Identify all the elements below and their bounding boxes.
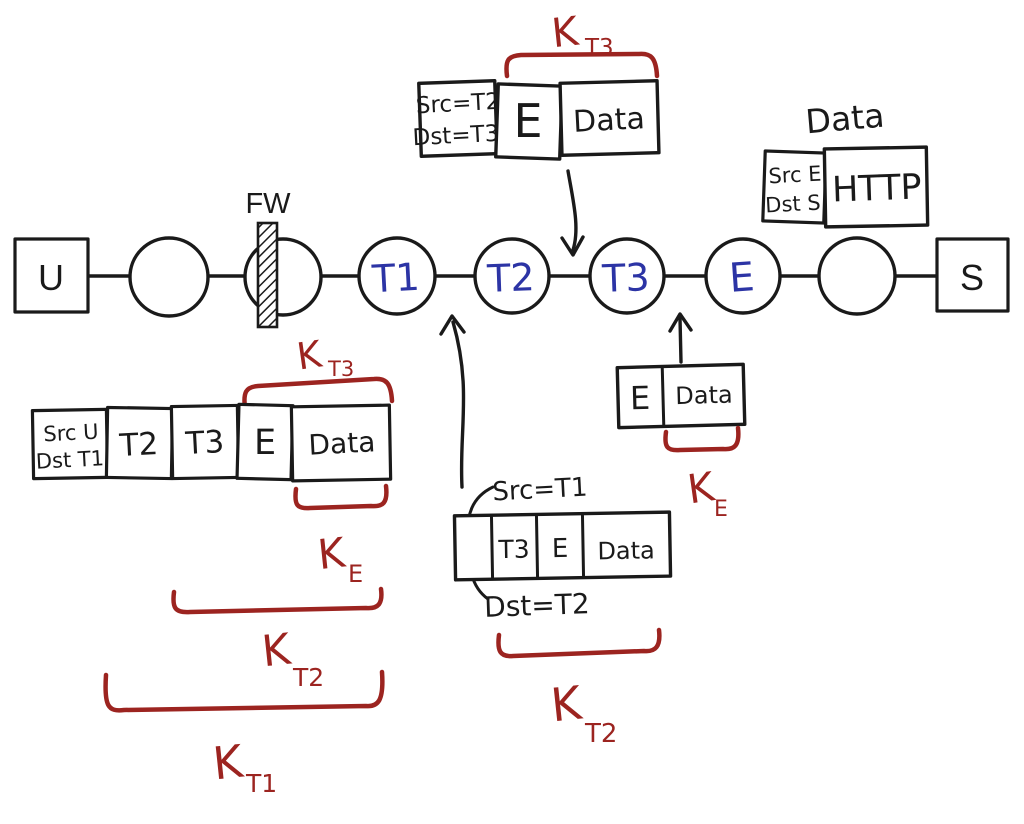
key-label-ke-sub: E	[348, 560, 363, 588]
packet-right-data-label: Data	[675, 381, 733, 410]
exit-node	[704, 237, 782, 315]
key-label-kt2-left: K	[260, 624, 295, 677]
key-label-kt1-sub: T1	[245, 769, 277, 798]
relay-node-2-firewalled	[243, 237, 323, 317]
server-node-label: S	[960, 257, 984, 298]
key-label-kt3-over: K	[294, 332, 326, 378]
arrow-middle-packet-to-t1t2	[451, 320, 466, 489]
packet-mid-divider-2	[534, 514, 540, 578]
packet-mid-cell-e-label: E	[552, 534, 569, 564]
tor-node-1	[357, 236, 437, 316]
packet-right-body: E Data	[615, 362, 747, 430]
packet-bl-cell-t2-label: T2	[118, 426, 160, 464]
packet-bl-cell-e-label: E	[254, 423, 276, 463]
key-brace-kt2-mid	[496, 627, 662, 659]
relay-node-1	[128, 236, 210, 318]
packet-bl-dst: Dst T1	[35, 446, 104, 474]
user-node	[13, 237, 90, 314]
packet-mid-divider-3	[580, 514, 586, 578]
packet-top: K T3 Src=T2 Dst=T3 E Data	[412, 9, 661, 257]
packet-right: E Data K E	[615, 312, 747, 522]
packet-top-dst: Dst=T3	[412, 121, 500, 152]
firewall-bar	[256, 221, 279, 329]
packet-top-data-label: Data	[572, 101, 645, 140]
key-label-kt2-mid-sub: T2	[584, 719, 617, 749]
packet-top-data-cell	[558, 79, 661, 157]
packet-top-right: Data Src E Dst S HTTP	[761, 96, 930, 229]
relay-node-3	[817, 236, 897, 316]
tor-node-1-label: T1	[370, 255, 421, 301]
key-label-kt2-mid: K	[548, 675, 585, 732]
arrow-top-packet-head	[560, 235, 585, 257]
key-brace-ke-right	[663, 425, 741, 453]
network-chain: U FW T1 T2 T3 E S	[13, 188, 1010, 329]
packet-mid-cell-t3-label: T3	[497, 535, 530, 565]
key-label-kt2-left-sub: T2	[292, 663, 324, 692]
tor-node-3-label: T3	[600, 255, 650, 301]
arrow-right-packet-head	[668, 312, 693, 333]
packet-top-right-payload-label: HTTP	[831, 167, 922, 210]
firewall-label: FW	[245, 188, 291, 220]
key-brace-ke	[293, 483, 389, 511]
key-label-kt3-top-sub: T3	[584, 35, 614, 61]
packet-top-right-payload-cell	[822, 145, 930, 229]
packet-right-outline	[615, 362, 747, 430]
packet-mid-src: Src=T1	[492, 473, 589, 508]
packet-top-right-src: Src E	[768, 162, 822, 189]
key-label-kt3-over-sub: T3	[327, 357, 354, 381]
tor-node-2-label: T2	[485, 255, 535, 301]
key-label-kt1: K	[210, 734, 246, 790]
arrow-right-packet-to-t3e	[678, 316, 683, 364]
packet-right-divider	[660, 366, 666, 426]
key-brace-kt2-left	[171, 586, 384, 615]
packet-top-right-title: Data	[804, 96, 886, 142]
exit-node-label: E	[728, 254, 756, 302]
packet-mid-cell-data-label: Data	[597, 536, 655, 565]
packet-mid-divider-1	[489, 515, 495, 579]
packet-top-enc-label: E	[513, 94, 542, 148]
key-label-kt3-top: K	[549, 9, 582, 58]
key-brace-kt1	[103, 669, 385, 713]
packet-bl-src: Src U	[43, 420, 99, 447]
packet-bottom-left: K T3 Src U Dst T1 T2 T3 E Data K E K T2 …	[30, 332, 395, 798]
arrow-top-packet-to-t2t3	[566, 169, 578, 252]
packet-mid-dst: Dst=T2	[484, 587, 591, 624]
tor-node-3	[588, 237, 666, 315]
key-brace-kt3-top	[504, 51, 660, 79]
packet-mid-body: T3 E Data	[452, 510, 673, 582]
packet-bl-cell-data-label: Data	[308, 425, 376, 461]
packet-mid-outline	[452, 510, 673, 582]
packet-top-right-dst: Dst S	[765, 191, 822, 218]
packet-top-src: Src=T2	[415, 89, 500, 119]
packet-bl-cell-data	[289, 403, 393, 483]
arrow-middle-packet-head	[439, 314, 466, 336]
tor-node-2	[473, 237, 551, 315]
key-label-ke: K	[315, 528, 348, 579]
key-label-ke-right-sub: E	[714, 497, 728, 522]
packet-right-enc-label: E	[629, 379, 650, 418]
packet-bl-cell-t3-label: T3	[184, 424, 226, 462]
user-node-label: U	[38, 257, 64, 298]
key-brace-kt3-over	[242, 376, 395, 411]
server-node	[935, 237, 1010, 313]
